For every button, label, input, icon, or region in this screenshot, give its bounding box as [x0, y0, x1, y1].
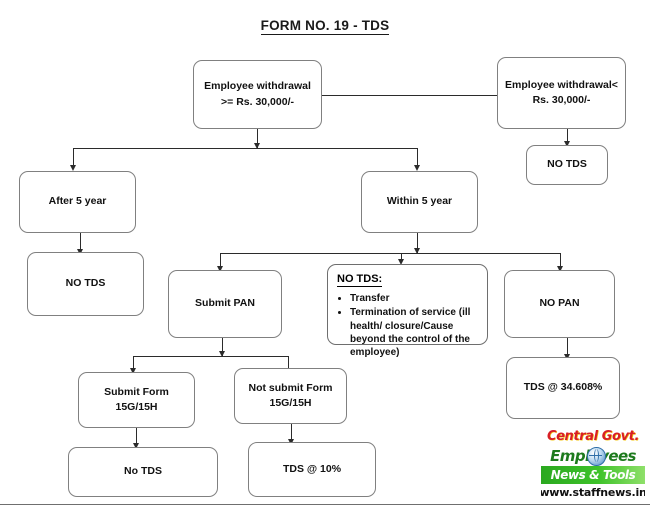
node-no-tds-left-label: NO TDS — [65, 277, 106, 290]
arrow-to-within-5-year — [414, 165, 420, 171]
node-no-tds-left[interactable]: NO TDS — [27, 252, 144, 316]
connector-level1-bar — [73, 148, 418, 149]
arrow-to-no-tds-right — [564, 141, 570, 147]
node-employee-withdrawal-lt-label: Employee withdrawal< Rs. 30,000/- — [505, 78, 618, 106]
no-tds-panel-item: Termination of service (ill health/ clos… — [350, 306, 479, 359]
globe-icon — [587, 447, 606, 466]
node-not-submit-form-label: Not submit Form 15G/15H — [248, 381, 333, 409]
logo-line-news-tools: News & Tools — [541, 466, 645, 484]
arrow-center-level3 — [219, 351, 225, 357]
node-not-submit-form[interactable]: Not submit Form 15G/15H — [234, 368, 347, 424]
node-no-tds-panel[interactable]: NO TDS: Transfer Termination of service … — [327, 264, 488, 358]
logo-line-central-govt: Central Govt. — [541, 427, 645, 446]
no-tds-panel-header: NO TDS: — [337, 273, 383, 288]
no-tds-panel-list: Transfer Termination of service (ill hea… — [337, 292, 479, 359]
node-no-tds-bottom[interactable]: No TDS — [68, 447, 218, 497]
connector-level2-mid-drop — [401, 253, 402, 263]
node-no-tds-right[interactable]: NO TDS — [526, 145, 608, 185]
arrow-to-after-5-year — [70, 165, 76, 171]
node-no-pan[interactable]: NO PAN — [504, 270, 615, 338]
connector-submitpan-down — [222, 338, 223, 356]
connector-level2-left-drop — [220, 253, 221, 271]
node-submit-form-label: Submit Form 15G/15H — [104, 385, 169, 413]
node-no-pan-label: NO PAN — [539, 297, 580, 310]
node-employee-withdrawal-ge[interactable]: Employee withdrawal >= Rs. 30,000/- — [193, 60, 322, 129]
node-after-5-year[interactable]: After 5 year — [19, 171, 136, 233]
connector-level2-right-drop — [560, 253, 561, 271]
connector-level1-left-drop — [73, 148, 74, 169]
node-no-tds-right-label: NO TDS — [547, 158, 587, 171]
node-tds-34608[interactable]: TDS @ 34.608% — [506, 357, 620, 419]
connector-submitform-to-notds — [136, 428, 137, 446]
node-employee-withdrawal-lt[interactable]: Employee withdrawal< Rs. 30,000/- — [497, 57, 626, 129]
connector-withdrawal-ge-to-lt — [321, 95, 497, 96]
connector-lt-to-no-tds — [567, 129, 568, 145]
arrow-to-no-pan — [557, 266, 563, 272]
arrow-to-no-tds-panel — [398, 259, 404, 265]
connector-notsubmitform-to-tds10 — [291, 424, 292, 442]
node-tds-34608-label: TDS @ 34.608% — [523, 381, 603, 394]
arrow-center-level2 — [414, 248, 420, 254]
arrow-center-level1 — [254, 143, 260, 149]
arrow-to-submit-pan — [217, 266, 223, 272]
connector-level3-bar — [133, 356, 289, 357]
connector-level3-right-drop — [288, 356, 289, 373]
no-tds-panel-item: Transfer — [350, 292, 479, 305]
page-title-text: FORM NO. 19 - TDS — [260, 18, 390, 35]
arrow-to-submit-form — [130, 368, 136, 374]
staffnews-logo[interactable]: Central Govt. Employees News & Tools www… — [541, 427, 645, 501]
node-tds-10-label: TDS @ 10% — [282, 462, 342, 475]
connector-level2-bar — [220, 253, 560, 254]
node-submit-form[interactable]: Submit Form 15G/15H — [78, 372, 195, 428]
node-submit-pan[interactable]: Submit PAN — [168, 270, 282, 338]
bottom-divider — [0, 504, 650, 505]
connector-level1-right-drop — [417, 148, 418, 169]
arrow-to-no-tds-bottom — [133, 443, 139, 449]
node-no-tds-bottom-label: No TDS — [124, 465, 162, 478]
node-submit-pan-label: Submit PAN — [195, 297, 255, 310]
connector-level3-left-drop — [133, 356, 134, 373]
connector-within5-down — [417, 233, 418, 253]
node-within-5-year-label: Within 5 year — [386, 195, 453, 208]
node-after-5-year-label: After 5 year — [48, 195, 107, 208]
connector-after5-to-notds — [80, 233, 81, 252]
page-title: FORM NO. 19 - TDS — [0, 18, 650, 35]
node-within-5-year[interactable]: Within 5 year — [361, 171, 478, 233]
logo-line-website: www.staffnews.in — [541, 484, 645, 500]
node-tds-10[interactable]: TDS @ 10% — [248, 442, 376, 497]
connector-nopan-to-tds — [567, 338, 568, 357]
node-employee-withdrawal-ge-label: Employee withdrawal >= Rs. 30,000/- — [204, 80, 311, 108]
connector-ge-down — [257, 128, 258, 148]
